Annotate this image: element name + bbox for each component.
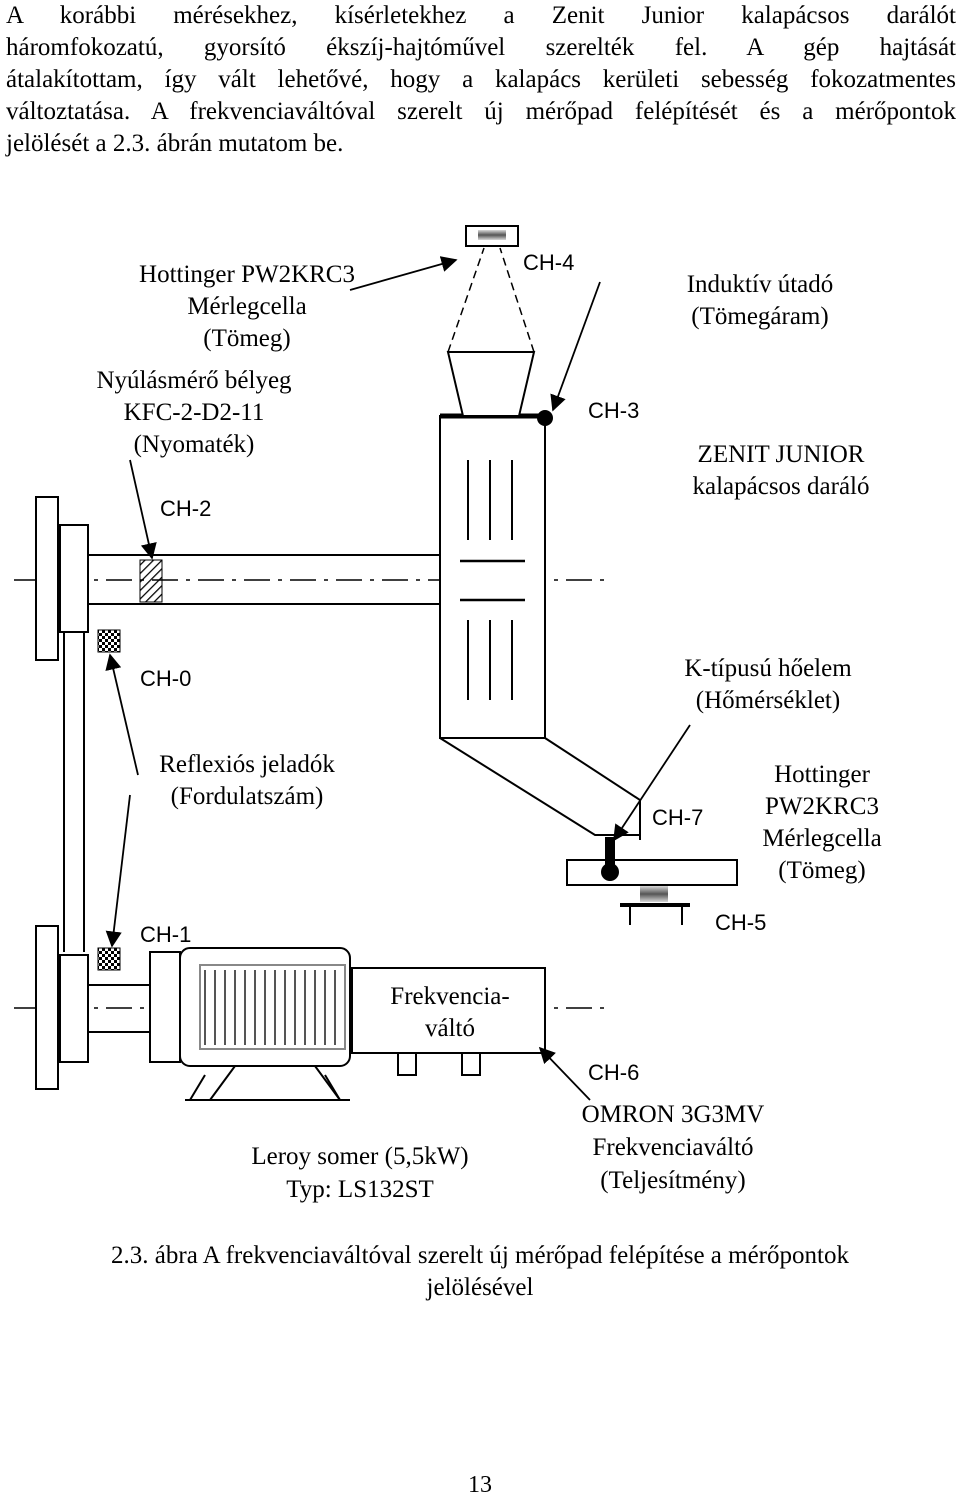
label-motor: Typ: LS132ST <box>286 1176 434 1203</box>
motor-feet <box>189 1074 341 1101</box>
motor-fins <box>199 964 346 1050</box>
label-ch3: CH-3 <box>588 398 639 423</box>
label-load-cell-top: (Tömeg) <box>203 325 290 352</box>
upper-pulley-inner <box>59 524 89 633</box>
scale-tray <box>566 859 738 886</box>
hopper <box>446 351 536 417</box>
paragraph-line: jelölését a 2.3. ábrán mutatom be. <box>6 130 344 157</box>
arrow-ch4 <box>550 281 601 412</box>
label-ch1: CH-1 <box>140 922 191 947</box>
label-omron: OMRON 3G3MV <box>582 1101 765 1128</box>
label-reflex: Reflexiós jeladók <box>159 751 335 778</box>
label-ch6: CH-6 <box>588 1060 639 1085</box>
label-strain: KFC-2-D2-11 <box>124 399 265 426</box>
label-load-cell-top: Hottinger PW2KRC3 <box>139 261 355 288</box>
paragraph-line: háromfokozatú, gyorsító ékszíj-hajtóműve… <box>6 34 956 61</box>
label-ch0: CH-0 <box>140 666 191 691</box>
reflective-sensor-lower <box>97 947 121 971</box>
arrow-reflex-upper <box>105 653 139 776</box>
label-thermo: (Hőmérséklet) <box>696 687 840 714</box>
page-number: 13 <box>468 1472 492 1498</box>
label-thermo: K-típusú hőelem <box>684 655 852 682</box>
inductive-sensor <box>537 410 553 426</box>
lower-pulley-outer <box>35 925 59 1090</box>
label-motor: Leroy somer (5,5kW) <box>251 1143 468 1170</box>
arrow-strain <box>129 459 157 560</box>
caption-line: 2.3. ábra A frekvenciaváltóval szerelt ú… <box>111 1242 849 1269</box>
label-load-cell-bottom: Mérlegcella <box>762 825 881 852</box>
label-load-cell-bottom: PW2KRC3 <box>765 793 879 820</box>
lower-pulley-inner <box>59 954 89 1063</box>
strain-gauge <box>139 559 163 603</box>
paragraph-line: átalakítottam, így vált lehetővé, hogy a… <box>6 66 956 93</box>
label-strain: (Nyomaték) <box>134 431 255 458</box>
label-inverter: váltó <box>425 1015 475 1042</box>
label-load-cell-top: Mérlegcella <box>187 293 306 320</box>
bottom-load-cell <box>640 886 668 902</box>
caption-line: jelölésével <box>426 1274 534 1301</box>
label-zenit: kalapácsos daráló <box>692 473 869 500</box>
label-ch2: CH-2 <box>160 496 211 521</box>
arrow-reflex-lower <box>105 794 131 948</box>
label-zenit: ZENIT JUNIOR <box>698 441 865 468</box>
reflective-sensor-upper <box>97 629 121 653</box>
paragraph-line: A korábbi mérésekhez, kísérletekhez a Ze… <box>6 2 956 29</box>
arrow-load-cell-top <box>349 256 458 291</box>
figure-caption: 2.3. ábra A frekvenciaváltóval szerelt ú… <box>40 1240 920 1304</box>
label-omron: (Teljesítmény) <box>600 1167 745 1194</box>
label-inductive: (Tömegáram) <box>691 303 828 330</box>
motor-flange <box>149 951 181 1063</box>
upper-pulley-outer <box>35 496 59 661</box>
mill-body <box>439 415 546 739</box>
discharge-chute <box>439 737 641 840</box>
label-load-cell-bottom: (Tömeg) <box>778 857 865 884</box>
label-inverter: Frekvencia- <box>390 983 509 1010</box>
label-ch5: CH-5 <box>715 910 766 935</box>
label-load-cell-bottom: Hottinger <box>774 761 870 788</box>
label-reflex: (Fordulatszám) <box>171 783 324 810</box>
label-strain: Nyúlásmérő bélyeg <box>96 367 292 394</box>
label-omron: Frekvenciaváltó <box>592 1134 753 1161</box>
arrow-omron <box>538 1046 591 1101</box>
label-inductive: Induktív útadó <box>687 271 834 298</box>
label-ch7: CH-7 <box>652 805 703 830</box>
body-paragraph: A korábbi mérésekhez, kísérletekhez a Ze… <box>6 0 956 160</box>
arrow-thermo <box>613 724 691 842</box>
paragraph-line: változtatása. A frekvenciaváltóval szere… <box>6 98 956 125</box>
inverter-box <box>351 967 546 1054</box>
label-ch4: CH-4 <box>523 250 574 275</box>
